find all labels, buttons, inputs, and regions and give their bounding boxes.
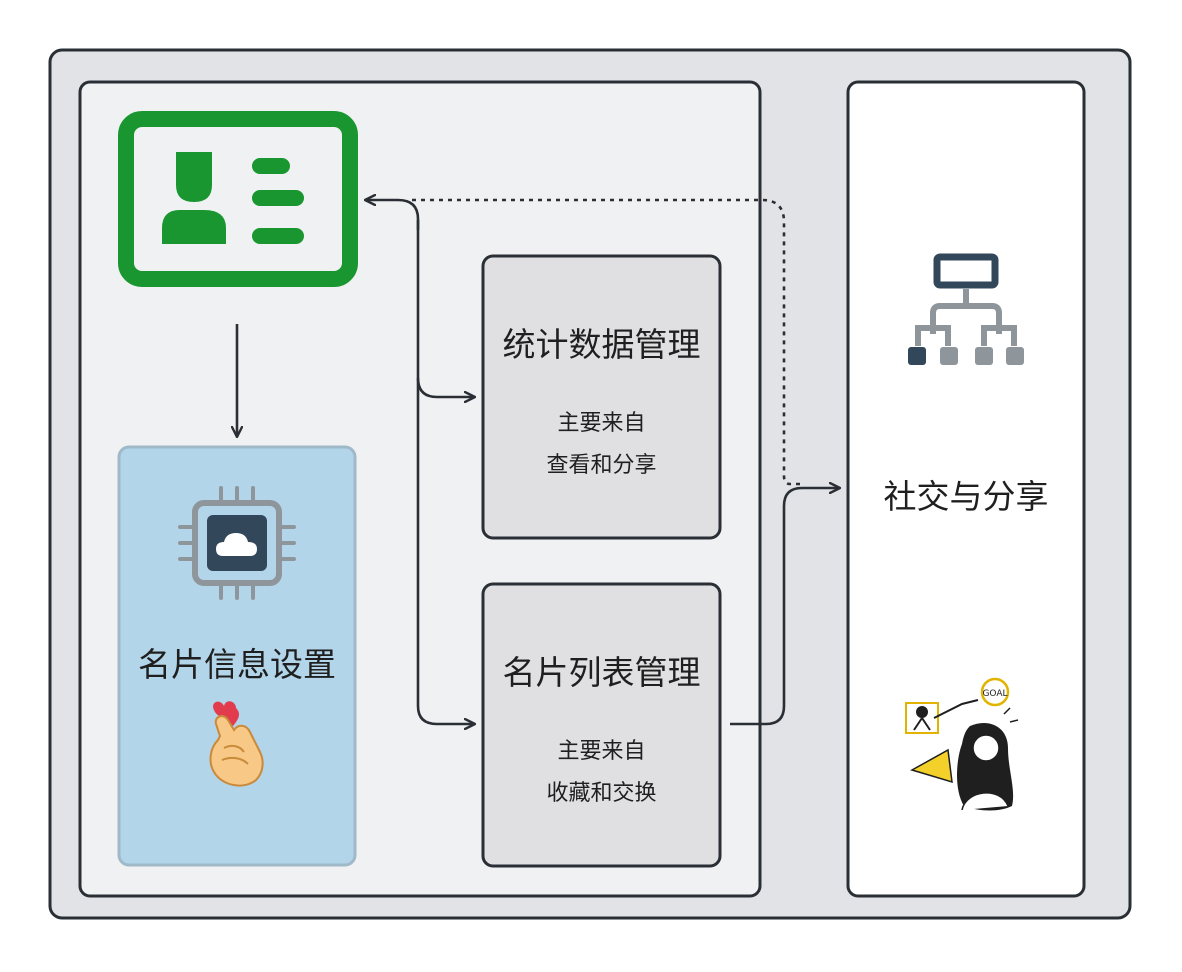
dotted-feedback-line	[410, 198, 800, 486]
card-list-box	[481, 582, 722, 868]
card-list-title: 名片列表管理	[502, 653, 701, 692]
social-title: 社交与分享	[883, 477, 1049, 516]
hierarchy-tree-icon	[908, 253, 1024, 365]
stats-box	[481, 254, 722, 540]
stats-sub-line1: 主要来自	[557, 411, 646, 436]
arrow-list-to-social	[730, 488, 840, 726]
goal-people-illustration: GOAL	[905, 677, 1019, 811]
cloud-chip-icon	[178, 486, 296, 600]
card-settings-box	[117, 445, 357, 867]
stats-title: 统计数据管理	[502, 325, 701, 364]
card-list-sub-line1: 主要来自	[557, 739, 646, 764]
finger-heart-hand-icon	[209, 701, 264, 787]
arrow-card-to-list	[416, 378, 475, 724]
arrow-back-to-card	[365, 200, 420, 230]
business-card-icon	[118, 111, 358, 287]
card-settings-title: 名片信息设置	[138, 645, 336, 684]
card-list-sub-line2: 收藏和交换	[546, 781, 657, 806]
goal-badge-text: GOAL	[982, 689, 1007, 699]
stats-sub-line2: 查看和分享	[546, 453, 657, 478]
social-panel	[846, 80, 1086, 898]
